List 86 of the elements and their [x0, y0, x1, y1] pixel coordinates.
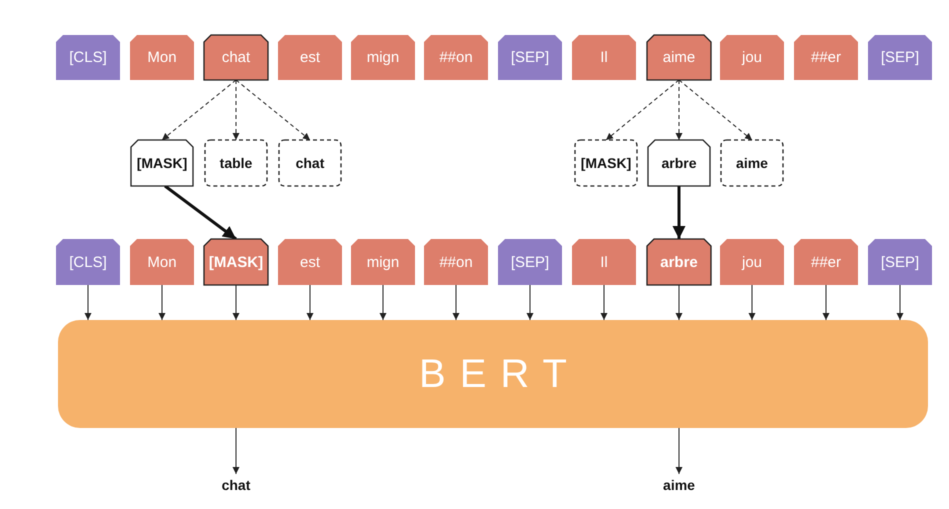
token-text: [SEP]: [880, 254, 920, 270]
token-text: chat: [222, 49, 250, 66]
token-text: arbre: [660, 254, 698, 270]
token-box: [424, 35, 488, 80]
special-token-box: [56, 35, 120, 80]
special-token-box: [56, 239, 120, 285]
token-text: ##er: [810, 254, 842, 270]
token-box: [572, 239, 636, 285]
token-text: chat: [222, 477, 250, 493]
token-text: ##er: [810, 49, 842, 66]
token-box: [351, 35, 415, 80]
token-text: aime: [662, 49, 696, 66]
token-box: [204, 239, 268, 285]
token-text: mign: [366, 49, 400, 66]
arrow: [84, 284, 92, 320]
arrow: [232, 284, 240, 320]
special-token-box: [868, 35, 932, 80]
model-block: [58, 320, 928, 428]
candidate-token-box: [205, 140, 267, 186]
token-box: [647, 35, 711, 80]
token-text: Il: [600, 254, 608, 270]
candidate-token-box: [648, 140, 710, 186]
arrow: [676, 428, 682, 474]
token-box: [130, 35, 194, 80]
token-text: [MASK]: [580, 155, 632, 171]
token-box: [424, 239, 488, 285]
special-token-box: [498, 239, 562, 285]
arrow: [232, 428, 240, 474]
token-box: [647, 239, 711, 285]
token-box: [204, 35, 268, 80]
token-text: [CLS]: [69, 254, 107, 270]
token-text: mign: [366, 254, 400, 270]
token-text: jou: [742, 49, 762, 66]
arrow: [162, 80, 236, 140]
arrow: [526, 284, 534, 320]
token-text: aime: [736, 155, 768, 171]
token-text: table: [220, 155, 252, 171]
token-box: [278, 35, 342, 80]
arrow: [158, 284, 166, 320]
token-text: ##on: [439, 254, 473, 270]
token-text: est: [300, 49, 320, 66]
token-box: [572, 35, 636, 80]
arrow: [896, 284, 904, 320]
arrow: [672, 186, 686, 239]
arrow: [676, 284, 682, 320]
arrow: [606, 80, 680, 140]
token-text: [SEP]: [510, 49, 550, 66]
candidate-token-box: [721, 140, 783, 186]
arrow: [748, 284, 756, 320]
token-text: [CLS]: [69, 49, 107, 66]
arrow: [306, 284, 314, 320]
arrow: [236, 80, 310, 140]
token-text: Mon: [147, 49, 177, 66]
arrow: [452, 284, 460, 320]
token-box: [351, 239, 415, 285]
candidate-token-box: [131, 140, 193, 186]
arrow: [822, 284, 830, 320]
candidate-token-box: [279, 140, 341, 186]
token-text: [SEP]: [880, 49, 920, 66]
arrow: [600, 284, 608, 320]
token-text: arbre: [661, 155, 697, 171]
token-text: aime: [663, 477, 695, 493]
token-text: [MASK]: [136, 155, 188, 171]
arrow: [676, 80, 682, 140]
token-box: [130, 239, 194, 285]
token-box: [720, 239, 784, 285]
token-text: Mon: [147, 254, 177, 270]
token-text: [SEP]: [510, 254, 550, 270]
token-box: [278, 239, 342, 285]
special-token-box: [498, 35, 562, 80]
token-box: [794, 239, 858, 285]
token-box: [720, 35, 784, 80]
token-text: Il: [600, 49, 608, 66]
token-text: jou: [742, 254, 762, 270]
token-text: ##on: [439, 49, 473, 66]
token-box: [794, 35, 858, 80]
model-name: BERT: [419, 352, 581, 396]
token-text: chat: [296, 155, 324, 171]
special-token-box: [868, 239, 932, 285]
token-text: [MASK]: [208, 254, 264, 270]
token-text: est: [300, 254, 320, 270]
arrow: [678, 80, 752, 140]
arrow: [380, 284, 386, 320]
arrow: [232, 80, 240, 140]
arrow: [164, 184, 237, 240]
candidate-token-box: [575, 140, 637, 186]
